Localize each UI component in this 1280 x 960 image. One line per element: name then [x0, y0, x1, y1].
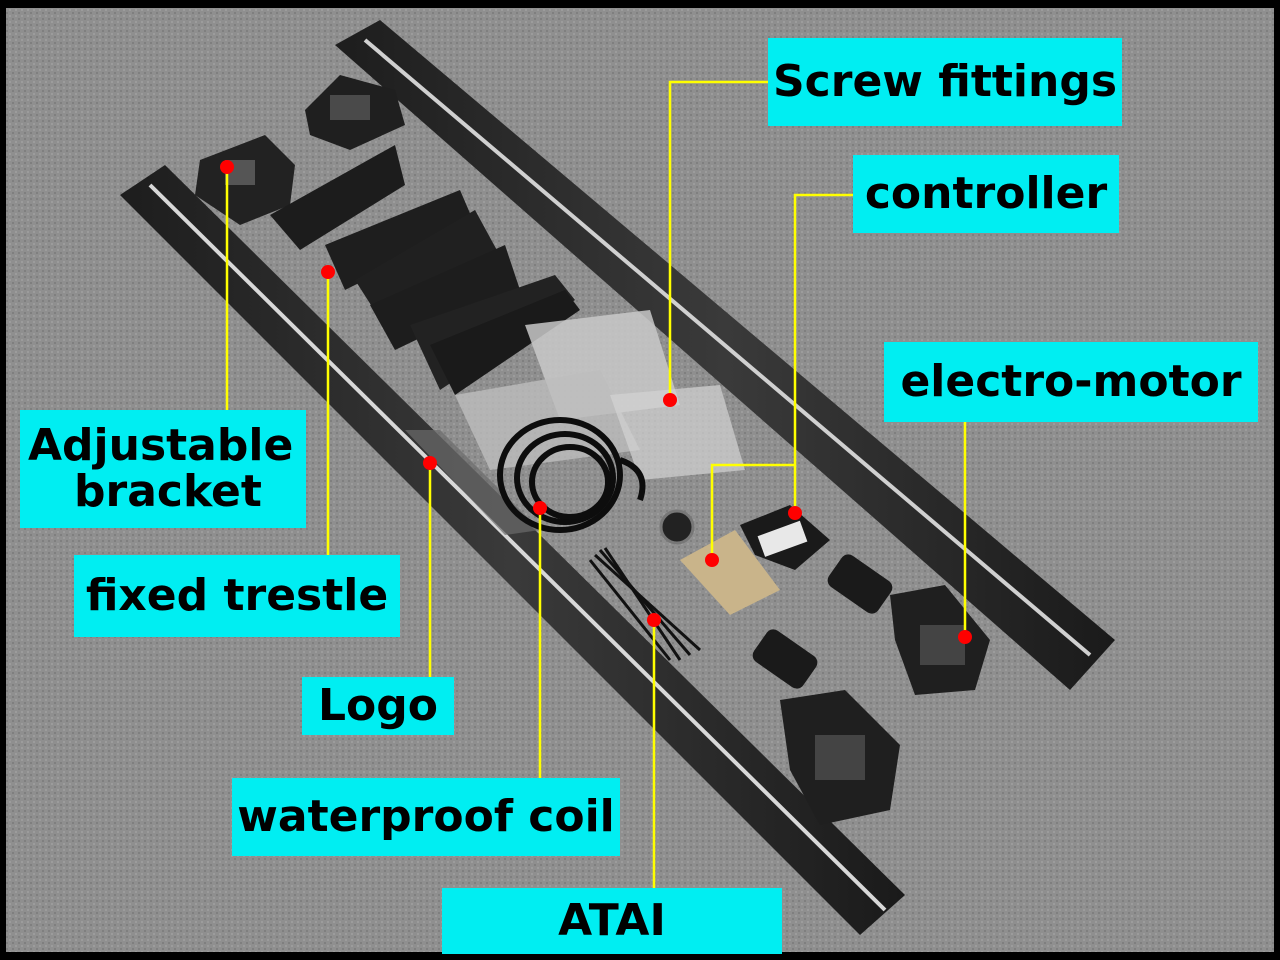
marker-waterproof-coil — [533, 501, 547, 515]
marker-atai — [647, 613, 661, 627]
right-running-board — [335, 20, 1115, 690]
cable-ties — [588, 547, 702, 661]
label-atai: ATAI — [442, 888, 782, 954]
waterproof-cap — [659, 509, 695, 545]
label-electro-motor: electro-motor — [884, 342, 1258, 422]
electro-motor-rear — [752, 629, 900, 825]
label-adjustable-bracket: Adjustable bracket — [20, 410, 306, 528]
leader-lines — [225, 80, 967, 888]
label-logo: Logo — [302, 677, 454, 735]
markers — [220, 160, 972, 644]
label-fixed-trestle: fixed trestle — [74, 555, 400, 637]
label-controller: controller — [853, 155, 1119, 233]
marker-controller — [788, 506, 802, 520]
instruction-paper — [680, 530, 780, 615]
waterproof-coil — [497, 417, 646, 533]
marker-paper — [705, 553, 719, 567]
label-screw-fittings: Screw fittings — [768, 38, 1122, 126]
marker-screw-fittings — [663, 393, 677, 407]
label-adjustable-bracket-line2: bracket — [74, 466, 262, 517]
top-bracket-part — [305, 75, 405, 150]
marker-adjustable-bracket — [220, 160, 234, 174]
left-running-board — [120, 165, 905, 935]
leader-screw-fittings — [668, 80, 770, 400]
leader-controller — [793, 193, 855, 513]
fixed-trestle-parts — [270, 145, 580, 395]
marker-fixed-trestle — [321, 265, 335, 279]
marker-logo — [423, 456, 437, 470]
marker-electro-motor — [958, 630, 972, 644]
leader-paper — [710, 463, 795, 560]
label-adjustable-bracket-line1: Adjustable — [28, 419, 294, 471]
controller-box — [740, 505, 830, 570]
label-waterproof-coil: waterproof coil — [232, 778, 620, 856]
